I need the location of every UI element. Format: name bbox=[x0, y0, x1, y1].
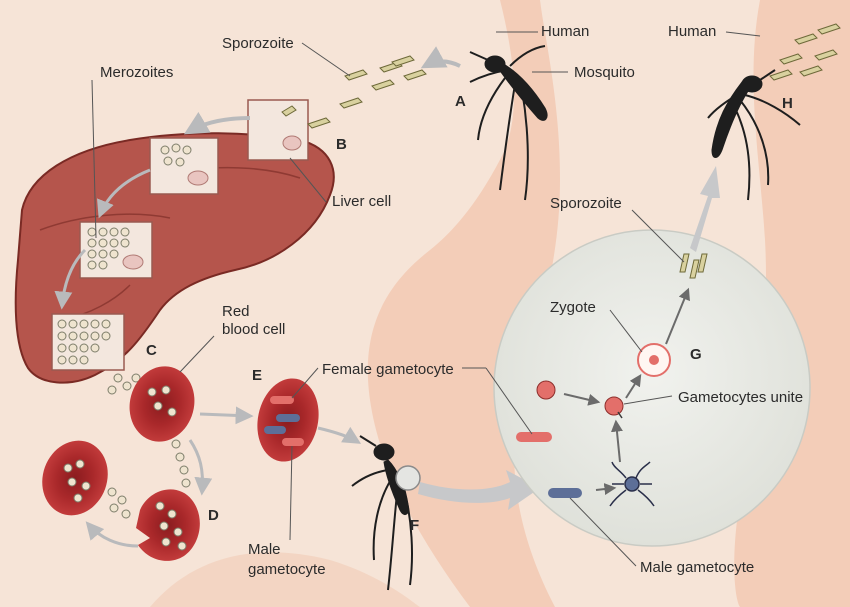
label-female-gametocyte: Female gametocyte bbox=[322, 361, 454, 378]
label-red-blood-cell-line1: Red bbox=[222, 303, 250, 320]
label-mosquito: Mosquito bbox=[574, 64, 635, 81]
mosquito-h bbox=[707, 69, 801, 201]
blood-flow-arrows bbox=[85, 406, 362, 548]
label-gametocytes-unite: Gametocytes unite bbox=[678, 389, 803, 406]
mosquito-gut-marker bbox=[395, 465, 421, 491]
label-human-left: Human bbox=[541, 23, 589, 40]
male-gametocyte-cell bbox=[548, 488, 582, 498]
red-blood-cell-d bbox=[42, 440, 108, 516]
red-blood-cell-rupturing bbox=[136, 489, 200, 561]
label-human-right: Human bbox=[668, 23, 716, 40]
stage-letter-g: G bbox=[690, 346, 702, 363]
label-zygote: Zygote bbox=[550, 299, 596, 316]
label-male-gametocyte-left-line2: gametocyte bbox=[248, 561, 326, 578]
liver-cell-c bbox=[51, 313, 125, 371]
stage-letter-f: F bbox=[410, 517, 419, 534]
label-sporozoite-gut: Sporozoite bbox=[550, 195, 622, 212]
stage-letter-a: A bbox=[455, 93, 466, 110]
arrow-to-salivary-gland bbox=[690, 166, 720, 252]
label-liver-cell: Liver cell bbox=[332, 193, 391, 210]
labels: Human Human Mosquito Sporozoite Merozoit… bbox=[100, 23, 803, 578]
liver-cell-b bbox=[247, 99, 309, 161]
gut-flow-arrows bbox=[563, 287, 690, 496]
female-gamete bbox=[536, 380, 556, 400]
label-male-gametocyte-left-line1: Male bbox=[248, 541, 281, 558]
red-blood-cell-c bbox=[129, 366, 195, 442]
stage-letter-e: E bbox=[252, 367, 262, 384]
mosquito-f bbox=[351, 435, 413, 591]
liver-cell-1 bbox=[149, 137, 219, 195]
female-gametocyte-cell bbox=[516, 432, 552, 442]
leader-lines bbox=[91, 31, 761, 567]
zygote-cell bbox=[637, 343, 671, 377]
sporozoites-leaving bbox=[769, 23, 841, 81]
red-blood-cell-e bbox=[257, 378, 319, 462]
stage-letters: A B C D E F G H bbox=[146, 93, 793, 534]
liver-flow-arrows bbox=[54, 111, 251, 310]
arrow-to-gut bbox=[418, 470, 540, 510]
stage-letter-b: B bbox=[336, 136, 347, 153]
label-male-gametocyte-right: Male gametocyte bbox=[640, 559, 754, 576]
sporozoites-injected bbox=[307, 46, 461, 129]
label-merozoites: Merozoites bbox=[100, 64, 173, 81]
label-sporozoite-top: Sporozoite bbox=[222, 35, 294, 52]
liver-cell-2 bbox=[79, 221, 153, 279]
united-gametocytes bbox=[604, 396, 624, 419]
stage-letter-d: D bbox=[208, 507, 219, 524]
label-red-blood-cell-line2: blood cell bbox=[222, 321, 285, 338]
stage-letter-h: H bbox=[782, 95, 793, 112]
mosquito-a bbox=[469, 45, 548, 201]
stage-letter-c: C bbox=[146, 342, 157, 359]
